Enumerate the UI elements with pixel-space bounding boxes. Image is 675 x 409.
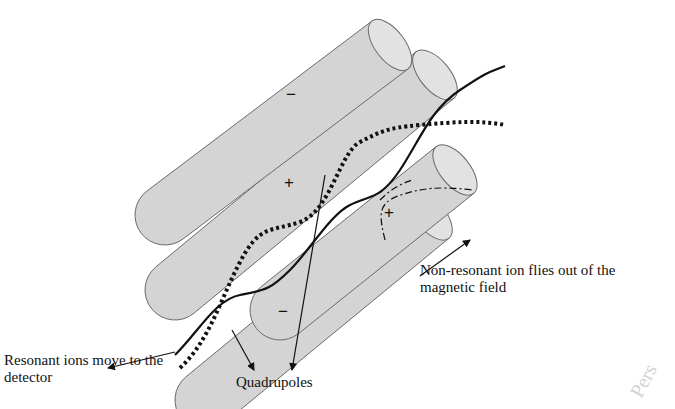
quadrupole-rods: [135, 12, 485, 409]
callout-text: Quadrupoles: [236, 374, 313, 391]
polarity-sign: −: [278, 303, 288, 320]
watermark: Pers: [628, 362, 659, 400]
polarity-sign: −: [286, 86, 296, 103]
rod-body: [135, 21, 408, 245]
non-resonant-branch: [380, 180, 412, 200]
polarity-sign: +: [384, 204, 394, 221]
rod-end: [425, 137, 486, 203]
resonant-trajectory: [175, 66, 505, 355]
rod-end: [404, 42, 465, 107]
callout-text: Non-resonant ion flies out of the magnet…: [420, 262, 660, 296]
non-resonant-trajectory: [381, 188, 472, 240]
polarity-sign: +: [284, 174, 294, 191]
leader-arrow: [232, 330, 254, 370]
resonant-trajectory-dotted: [180, 122, 505, 368]
leader-arrow: [292, 175, 325, 370]
callout-text: Resonant ions move to the detector: [4, 352, 164, 386]
rod-end: [360, 12, 420, 78]
